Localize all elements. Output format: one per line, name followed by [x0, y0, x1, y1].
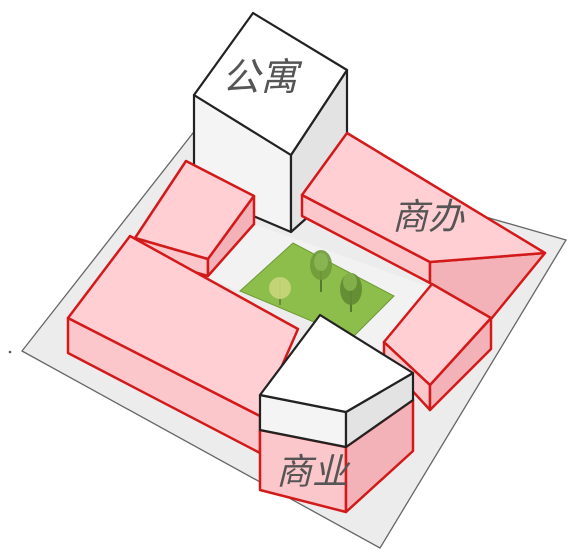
office-label: 商办 [392, 197, 465, 238]
commercial-label: 商业 [276, 452, 349, 493]
stray-dot [8, 350, 12, 354]
white-cube-block [258, 313, 415, 449]
office-block [300, 131, 547, 326]
tree-icon [340, 273, 362, 312]
tree-icon [310, 250, 332, 292]
apartment-label: 公寓 [222, 55, 299, 99]
left-upper-block [133, 159, 256, 278]
commercial-podium-left [66, 234, 300, 455]
tree-icon [269, 277, 291, 305]
